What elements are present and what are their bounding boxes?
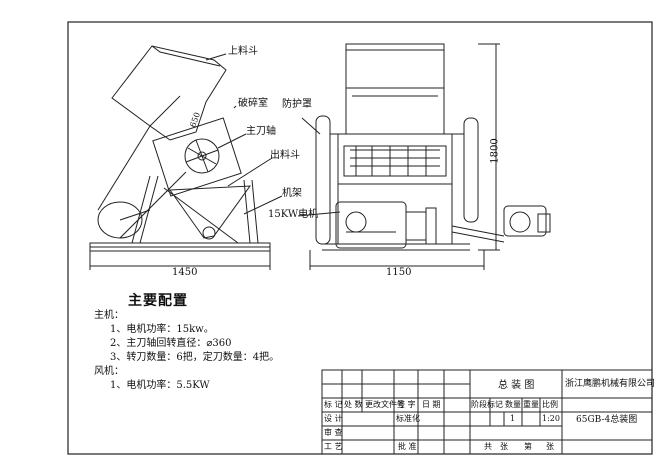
- tb-design: 设 计: [324, 414, 343, 423]
- side-outlet-hopper: [169, 185, 252, 239]
- side-view: [89, 45, 283, 270]
- front-motor: [335, 201, 407, 249]
- tb-company: 浙江鹰鹏机械有限公司: [565, 379, 656, 389]
- tb-process: 工 艺: [324, 442, 343, 451]
- tb-scale: 比例: [542, 400, 558, 409]
- dimension-height: 1800: [489, 138, 501, 164]
- tb-drawing-title: 总 装 图: [498, 380, 535, 391]
- tb-quantity-value: 1: [510, 414, 516, 423]
- dimension-side-length: 1450: [172, 267, 198, 278]
- dimension-front-width: 1150: [386, 267, 412, 278]
- tb-total: 共: [484, 442, 492, 451]
- spec-title: 主要配置: [128, 293, 188, 309]
- spec-fan-item-1: 1、电机功率：5.5KW: [110, 380, 210, 391]
- callout-hopper: 上料斗: [228, 46, 258, 57]
- front-body: [345, 87, 445, 135]
- callout-main-shaft: 主刀轴: [246, 126, 276, 137]
- front-view: [297, 43, 551, 270]
- tb-change-doc: 更改文件号: [365, 400, 405, 409]
- spec-item-1: 1、电机功率：15kw。: [110, 324, 214, 335]
- side-hopper: [111, 45, 227, 141]
- tb-page-label: 第: [524, 442, 532, 451]
- tb-drawing-no: 65GB-4总装图: [576, 415, 638, 425]
- tb-review: 审 查: [324, 428, 343, 437]
- front-fan: [503, 205, 547, 237]
- spec-item-2: 2、主刀轴回转直径：⌀360: [110, 338, 232, 349]
- tb-scale-value: 1:20: [542, 414, 560, 423]
- tb-weight: 重量: [523, 400, 539, 409]
- side-rotor: [184, 138, 220, 174]
- callout-crushing-chamber: 破碎室: [238, 98, 268, 109]
- callout-outlet-hopper: 出料斗: [270, 150, 300, 161]
- tb-date: 日 期: [422, 400, 441, 409]
- spec-item-3: 3、转刀数量：6把，定刀数量：4把。: [110, 352, 280, 363]
- tb-standard: 标准化: [396, 414, 420, 423]
- tb-approve: 批 准: [398, 442, 417, 451]
- front-flywheel-right: [463, 117, 479, 223]
- tb-stage-mark: 阶段标记: [471, 400, 503, 409]
- callout-motor: 15KW电机: [268, 209, 319, 220]
- spec-main-machine: 主机：: [94, 310, 124, 321]
- tb-sign: 签 字: [397, 400, 416, 409]
- front-chamber: [337, 133, 453, 185]
- tb-quantity: 数量: [505, 400, 521, 409]
- tb-count: 处 数: [344, 400, 363, 409]
- side-chamber: [152, 117, 242, 197]
- callout-guard: 防护罩: [282, 99, 312, 110]
- tb-page-sheet: 张: [546, 442, 554, 451]
- spec-fan: 风机：: [94, 366, 124, 377]
- front-hopper: [345, 43, 445, 89]
- front-guard-left: [315, 115, 331, 245]
- title-block: [321, 369, 653, 455]
- tb-mark: 标 记: [324, 400, 343, 409]
- tb-sheet-label: 张: [500, 442, 508, 451]
- callout-frame: 机架: [282, 188, 302, 199]
